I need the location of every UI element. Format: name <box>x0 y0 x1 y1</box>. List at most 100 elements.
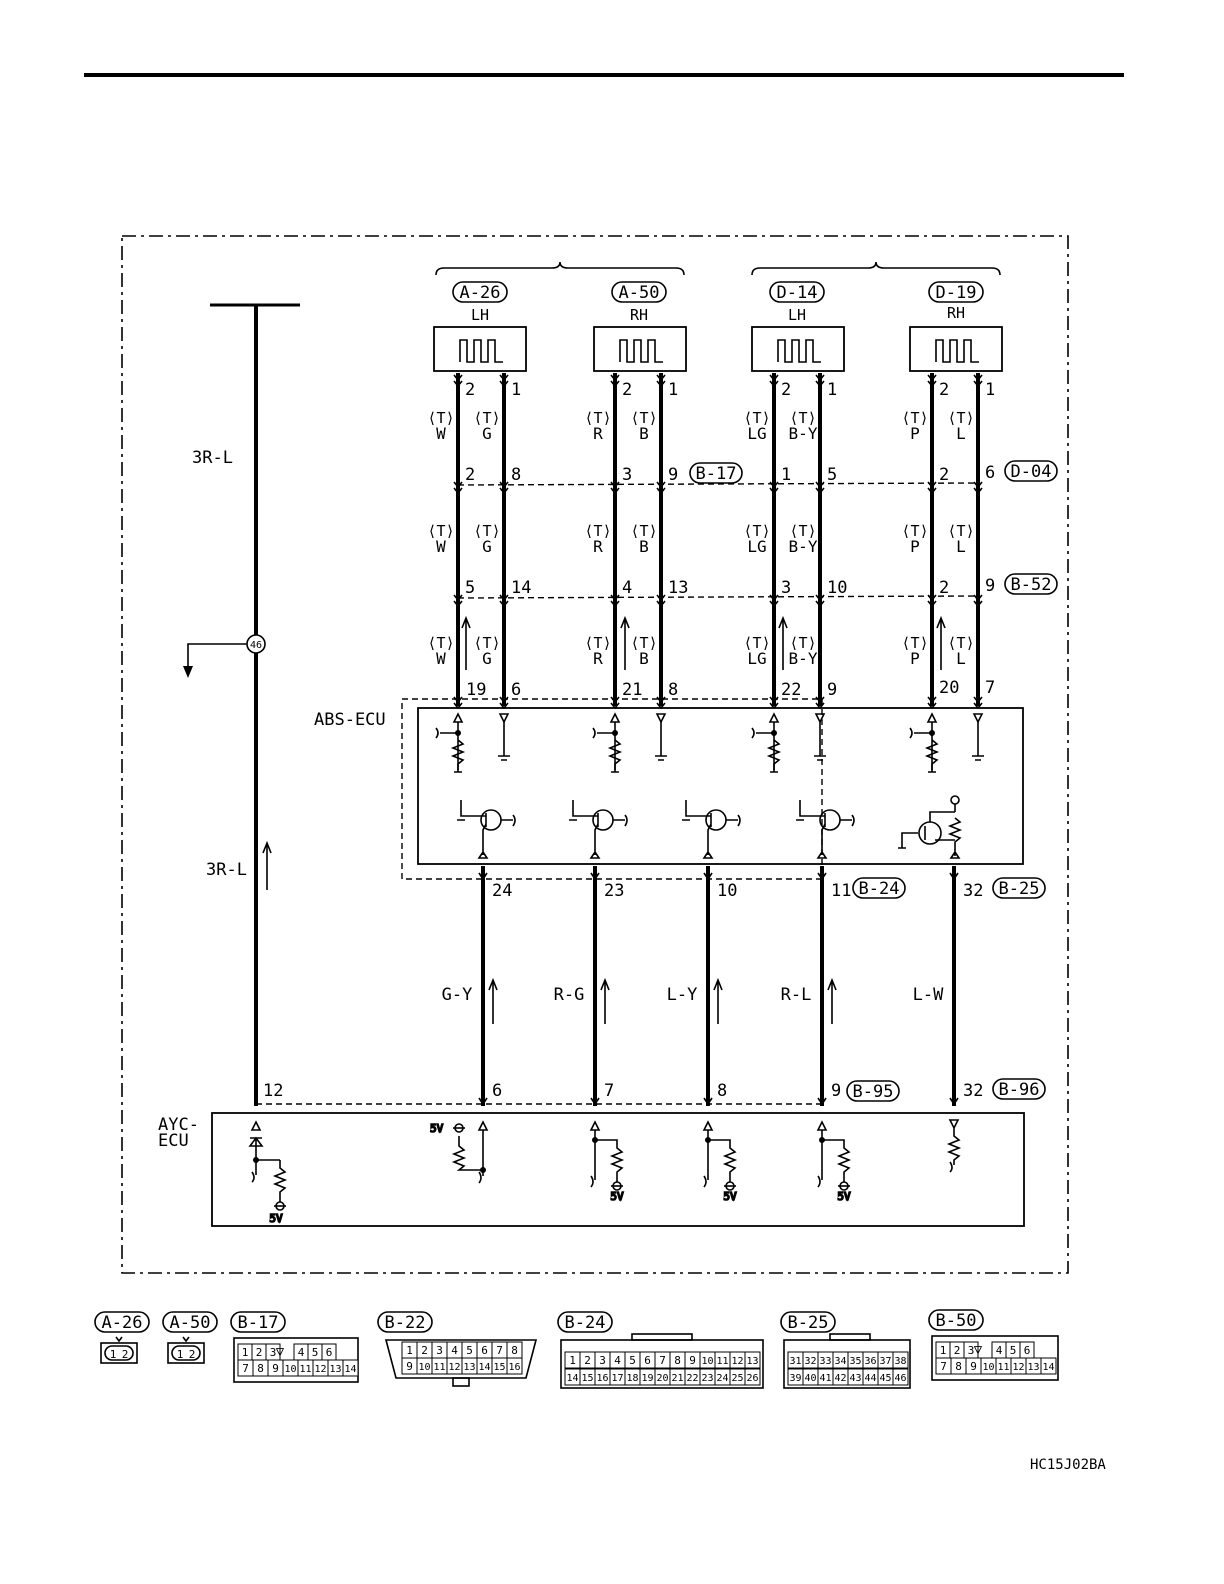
pin-label: 12 <box>731 1356 743 1367</box>
connector-tag-b25: B-25 <box>992 877 1046 899</box>
pin-label: 26 <box>746 1373 758 1384</box>
pin-label: 9 <box>970 1360 977 1373</box>
node <box>591 1137 598 1144</box>
chevron-marker <box>973 594 983 608</box>
transistor-wiring <box>796 800 855 859</box>
wire-color: B <box>639 424 649 443</box>
current-arrow <box>713 977 723 1024</box>
legend-tag-label: A-26 <box>102 1313 143 1333</box>
pin-label: 2 <box>954 1344 961 1357</box>
figure-code: HC15J02BA <box>1030 1457 1106 1473</box>
wire-color: B <box>639 649 649 668</box>
wire-color: LG <box>747 424 766 443</box>
junction-label: 46 <box>250 640 262 651</box>
voltage-label: 5V <box>837 1190 851 1203</box>
diagram-frame <box>121 235 1069 1274</box>
key-mark <box>115 1336 123 1343</box>
latch <box>631 1333 693 1341</box>
pin-label: 8 <box>955 1360 962 1373</box>
abs-ecu-internals <box>435 712 984 859</box>
ground-symbol <box>498 722 510 761</box>
input-stage <box>702 1120 738 1188</box>
twisted-pair-mark: ⟨T⟩ <box>901 522 928 540</box>
pin-label: 11 <box>831 881 851 901</box>
pin-label: 32 <box>963 881 983 901</box>
wire-color: G <box>482 537 492 556</box>
pin-label: 32 <box>804 1356 816 1367</box>
input-stage <box>451 1120 489 1184</box>
pin-label: 22 <box>686 1373 698 1384</box>
wire-color: G-Y <box>442 985 473 1005</box>
pin-label: 11 <box>433 1362 445 1373</box>
pin-label: 23 <box>604 881 624 901</box>
chevron-marker <box>656 374 666 388</box>
node <box>704 1137 711 1144</box>
input-stage <box>946 1119 962 1173</box>
wire-color: R <box>593 537 603 556</box>
pin-label: 46 <box>894 1373 906 1384</box>
pin-label: 5 <box>465 578 475 598</box>
latch <box>452 1377 470 1387</box>
tag-outline <box>94 1311 150 1333</box>
pin-label: 10 <box>284 1364 296 1375</box>
connector-inner <box>171 1345 201 1361</box>
pin-label: 2 <box>465 380 475 400</box>
voltage-label: 5V <box>430 1122 444 1135</box>
twisted-pair-mark: ⟨T⟩ <box>789 409 816 427</box>
resistor <box>924 739 940 773</box>
pin-label: 2 <box>939 465 949 485</box>
connector-body <box>931 1335 1059 1381</box>
ayc-ecu-label: ECU <box>158 1131 189 1151</box>
transistor-wiring <box>569 800 628 859</box>
pulse-icon <box>777 339 821 363</box>
legend-tag: A-26 <box>94 1311 150 1333</box>
wire-color: L <box>956 537 966 556</box>
voltage-label: 5V <box>723 1190 737 1203</box>
pin-label: 1 <box>177 1348 184 1361</box>
wire-color: B <box>639 537 649 556</box>
pin-label: 17 <box>611 1373 623 1384</box>
conn-tag-label: B-24 <box>859 879 900 899</box>
connector-body <box>100 1342 138 1364</box>
chevron-marker <box>769 481 779 495</box>
pin-label: 11 <box>716 1356 728 1367</box>
pin-label: 6 <box>511 680 521 700</box>
sensor-side-label: LH <box>788 306 806 324</box>
pin-label: 9 <box>272 1362 279 1375</box>
pin-label: 3 <box>436 1344 443 1357</box>
pin-label: 2 <box>939 578 949 598</box>
chevron-marker <box>656 481 666 495</box>
pin-label: 2 <box>256 1346 263 1359</box>
legend-tag-label: B-25 <box>788 1313 829 1333</box>
chevron-marker <box>453 481 463 495</box>
twisted-pair-mark: ⟨T⟩ <box>473 522 500 540</box>
pin-label: 1 <box>827 380 837 400</box>
sensor-a26: A-26 LH <box>433 281 527 372</box>
pin-label: 1 <box>511 380 521 400</box>
pin-label: 11 <box>299 1364 311 1375</box>
connector-tag-b96: B-96 <box>992 1078 1046 1100</box>
wire-color: P <box>910 649 920 668</box>
pin-label: 39 <box>789 1373 801 1384</box>
pin-label: 1 <box>781 465 791 485</box>
pin-label: 8 <box>668 680 678 700</box>
wire-color: B-Y <box>789 537 818 556</box>
wire-color: LG <box>747 537 766 556</box>
pin-label: 2 <box>465 465 475 485</box>
tag-outline <box>230 1311 286 1333</box>
pin-label: 14 <box>478 1362 490 1373</box>
conn-tag-label: D-04 <box>1011 462 1052 482</box>
pin-label: 33 <box>819 1356 831 1367</box>
pin-label: 31 <box>789 1356 801 1367</box>
ground-terminal <box>814 713 826 724</box>
pin-cell <box>892 1351 909 1369</box>
ayc-ecu-label: AYC- <box>158 1115 199 1135</box>
twisted-pair-mark: ⟨T⟩ <box>947 522 974 540</box>
sensor-side-label: RH <box>947 304 965 322</box>
pin-label: 4 <box>451 1344 458 1357</box>
